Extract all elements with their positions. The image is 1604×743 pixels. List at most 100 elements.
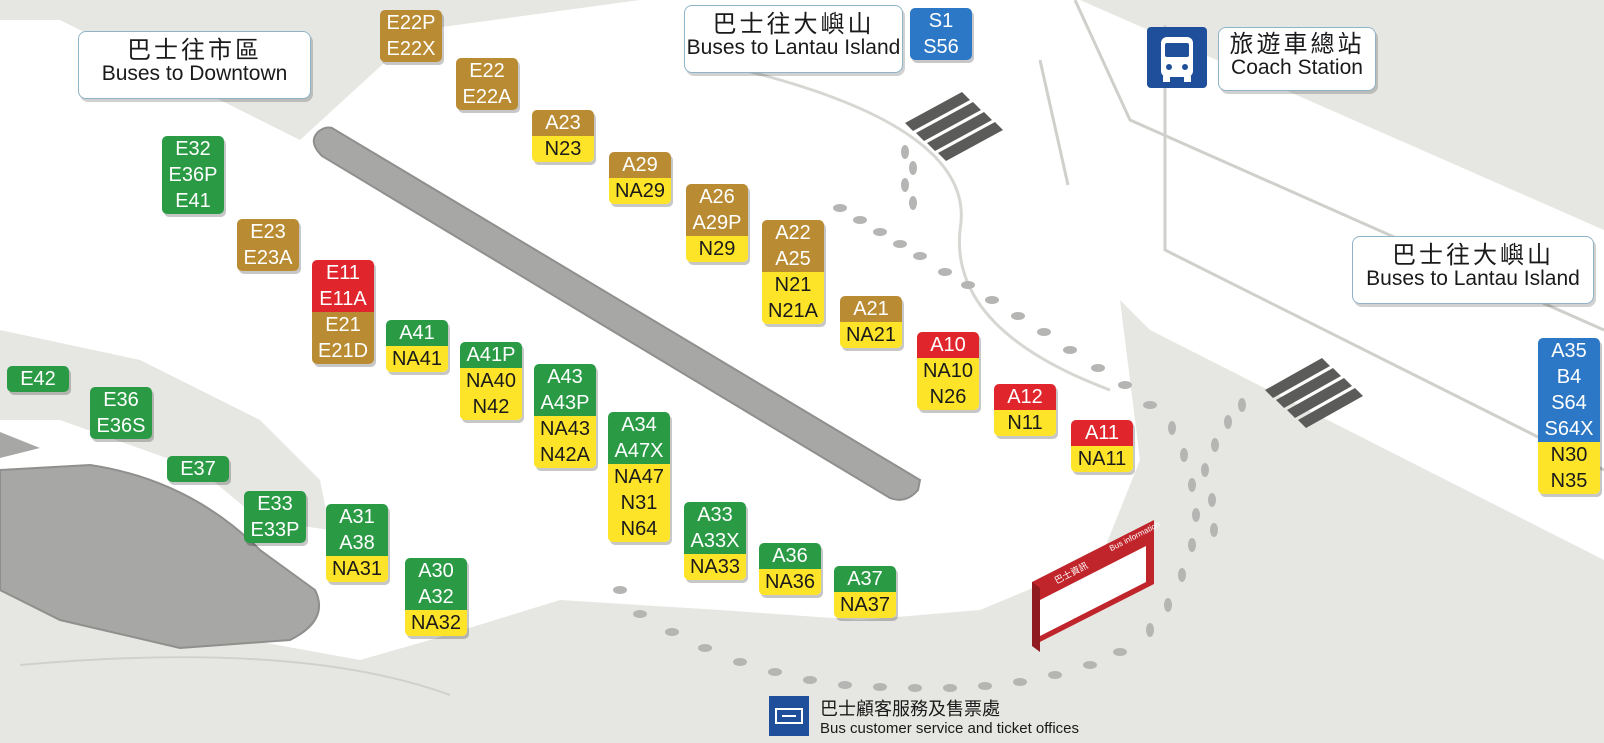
route-label: A33 (684, 502, 746, 528)
zebra-crossing-east (1265, 358, 1363, 428)
route-label: NA37 (834, 592, 896, 618)
route-label: A10 (917, 332, 979, 358)
route-label: E36 (90, 387, 152, 413)
route-label: E36S (90, 413, 152, 439)
route-label: E21D (312, 338, 374, 364)
sign-lantau-right-en: Buses to Lantau Island (1366, 267, 1580, 291)
sign-buses-to-lantau-top: 巴士往大嶼山 Buses to Lantau Island (684, 5, 903, 73)
route-label: E22 (456, 58, 518, 84)
route-label: E41 (162, 188, 224, 214)
sign-coach-station: 旅遊車總站 Coach Station (1218, 27, 1376, 91)
route-label: B4 (1538, 364, 1600, 390)
route-label: A35 (1538, 338, 1600, 364)
route-label: S64 (1538, 390, 1600, 416)
route-label: NA33 (684, 554, 746, 580)
route-label: A30 (405, 558, 467, 584)
sign-lantau-top-zh: 巴士往大嶼山 (712, 10, 875, 38)
route-label: NA11 (1071, 446, 1133, 472)
kerb-line-east (1163, 25, 1604, 472)
kerb-line (699, 58, 1111, 392)
route-label: A11 (1071, 420, 1133, 446)
route-label: NA36 (759, 569, 821, 595)
route-label: A26 (686, 184, 748, 210)
route-label: A25 (762, 246, 824, 272)
route-label: NA10 (917, 358, 979, 384)
route-label: NA43 (534, 416, 596, 442)
walking-route-footprints (613, 145, 1246, 692)
route-label: A43P (534, 390, 596, 416)
route-label: E42 (7, 366, 69, 392)
road-surface (0, 0, 1604, 660)
route-label: N30 (1538, 442, 1600, 468)
route-label: N31 (608, 490, 670, 516)
route-label: A21 (840, 296, 902, 322)
route-label: E33 (244, 491, 306, 517)
route-label: A22 (762, 220, 824, 246)
route-label: E33P (244, 517, 306, 543)
route-label: E11 (312, 260, 374, 286)
route-label: N64 (608, 516, 670, 542)
route-label: E22X (380, 36, 442, 62)
sign-lantau-top-en: Buses to Lantau Island (686, 36, 901, 60)
route-label: A12 (994, 384, 1056, 410)
sign-buses-to-downtown: 巴士往市區 Buses to Downtown (78, 31, 311, 99)
route-label: N21A (762, 298, 824, 324)
route-label: S56 (910, 34, 972, 60)
route-label: S1 (910, 8, 972, 34)
route-label: N42A (534, 442, 596, 468)
route-label: N42 (460, 394, 522, 420)
route-label: A33X (684, 528, 746, 554)
route-label: NA40 (460, 368, 522, 394)
route-label: A38 (326, 530, 388, 556)
route-label: N23 (532, 136, 594, 162)
route-label: NA21 (840, 322, 902, 348)
sign-downtown-en: Buses to Downtown (101, 62, 288, 86)
route-label: A47X (608, 438, 670, 464)
bus-information-board (1032, 520, 1162, 655)
sign-buses-to-lantau-right: 巴士往大嶼山 Buses to Lantau Island (1352, 236, 1594, 304)
route-label: A37 (834, 566, 896, 592)
route-label: E22A (456, 84, 518, 110)
route-label: E23A (237, 245, 299, 271)
central-island (312, 126, 922, 501)
route-label: S64X (1538, 416, 1600, 442)
ticket-icon (769, 696, 809, 736)
route-label: E37 (167, 456, 229, 482)
sign-lantau-right-zh: 巴士往大嶼山 (1392, 241, 1554, 269)
route-label: A41 (386, 320, 448, 346)
route-label: NA41 (386, 346, 448, 372)
route-label: E22P (380, 10, 442, 36)
route-label: NA32 (405, 610, 467, 636)
route-label: A36 (759, 543, 821, 569)
route-label: A41P (460, 342, 522, 368)
route-label: A43 (534, 364, 596, 390)
route-label: A29P (686, 210, 748, 236)
route-label: NA31 (326, 556, 388, 582)
sign-coach-zh: 旅遊車總站 (1229, 30, 1365, 58)
route-label: A31 (326, 504, 388, 530)
bus-stop-e37: E37 (167, 456, 229, 482)
west-island (0, 463, 320, 650)
route-label: E21 (312, 312, 374, 338)
route-label: N21 (762, 272, 824, 298)
